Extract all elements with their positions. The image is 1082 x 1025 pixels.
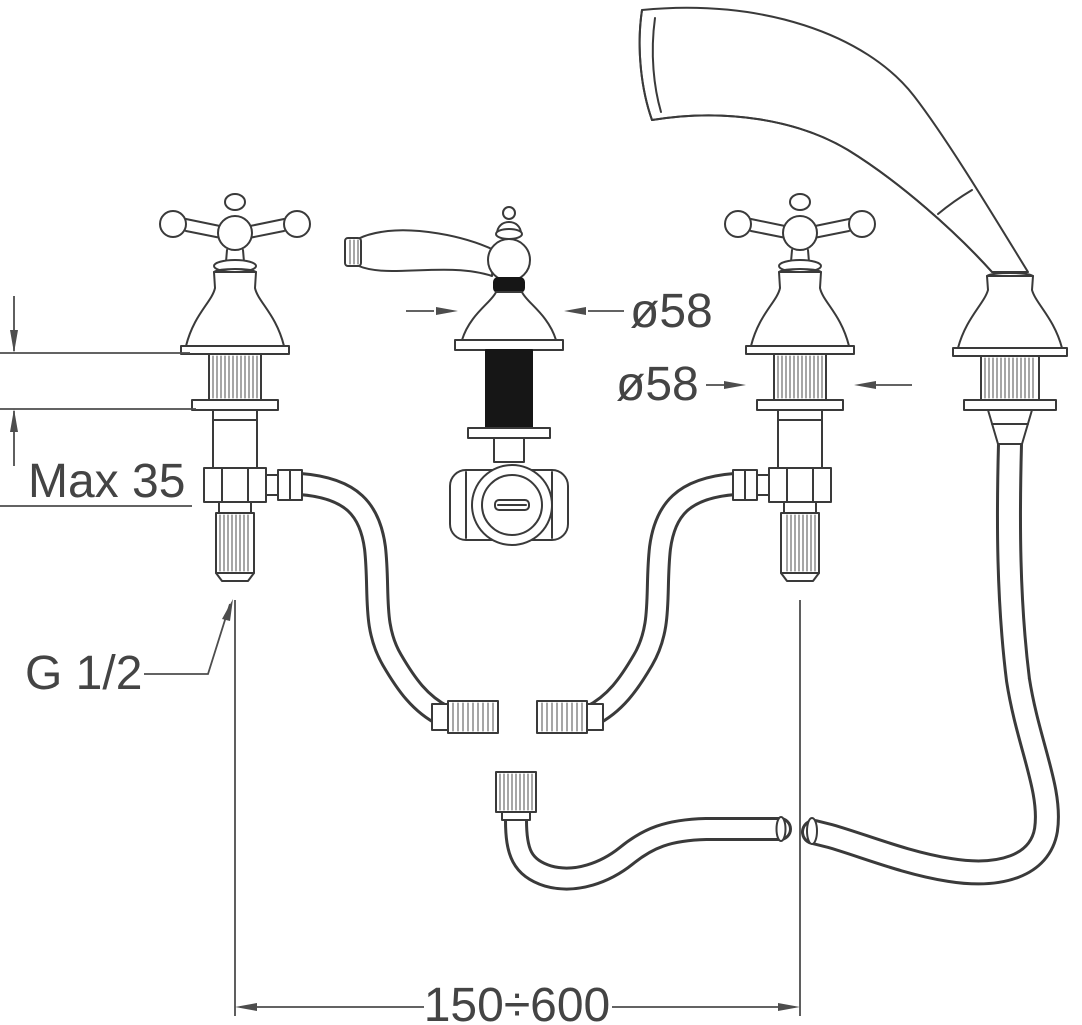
label-mounting-span: 150÷600 (424, 979, 611, 1025)
valve-shank (191, 353, 279, 503)
diverter-body (449, 464, 569, 546)
cross-handle (159, 193, 311, 273)
g12-leader-line (144, 603, 231, 675)
pipe-end-fitting (431, 700, 499, 734)
lever-handle (344, 206, 531, 293)
arrow-right (436, 307, 458, 315)
arrow-left (854, 381, 876, 389)
threaded-tail (215, 501, 255, 582)
label-diameter-center: ø58 (630, 285, 713, 338)
valve-base (180, 268, 290, 355)
arrow-right (724, 381, 746, 389)
hand-shower (638, 6, 1068, 886)
arrow-left (235, 1003, 257, 1011)
dimension-labels: ø58 ø58 Max 35 G 1/2 150÷600 (25, 285, 713, 1025)
right-valve-assembly (537, 194, 875, 733)
left-valve-assembly (159, 193, 499, 734)
arrow-down (10, 330, 18, 353)
label-diameter-valve: ø58 (616, 358, 699, 411)
label-max-deck-thickness: Max 35 (28, 455, 185, 508)
left-flex-pipe (288, 472, 456, 728)
diverter-threaded-shank (485, 349, 533, 429)
shower-head (638, 6, 1029, 273)
dimension-lines (0, 296, 912, 1016)
arrow-up (10, 409, 18, 432)
side-fitting (265, 469, 303, 501)
label-thread-size: G 1/2 (25, 647, 142, 700)
arrow-up-right (222, 599, 233, 621)
diverter-mount (454, 291, 564, 463)
center-outlet-pipe (495, 771, 792, 891)
arrow-right (778, 1003, 800, 1011)
arrow-left (564, 307, 586, 315)
diverter (344, 206, 569, 546)
shower-hose (801, 431, 1060, 886)
shower-mount (952, 272, 1068, 445)
